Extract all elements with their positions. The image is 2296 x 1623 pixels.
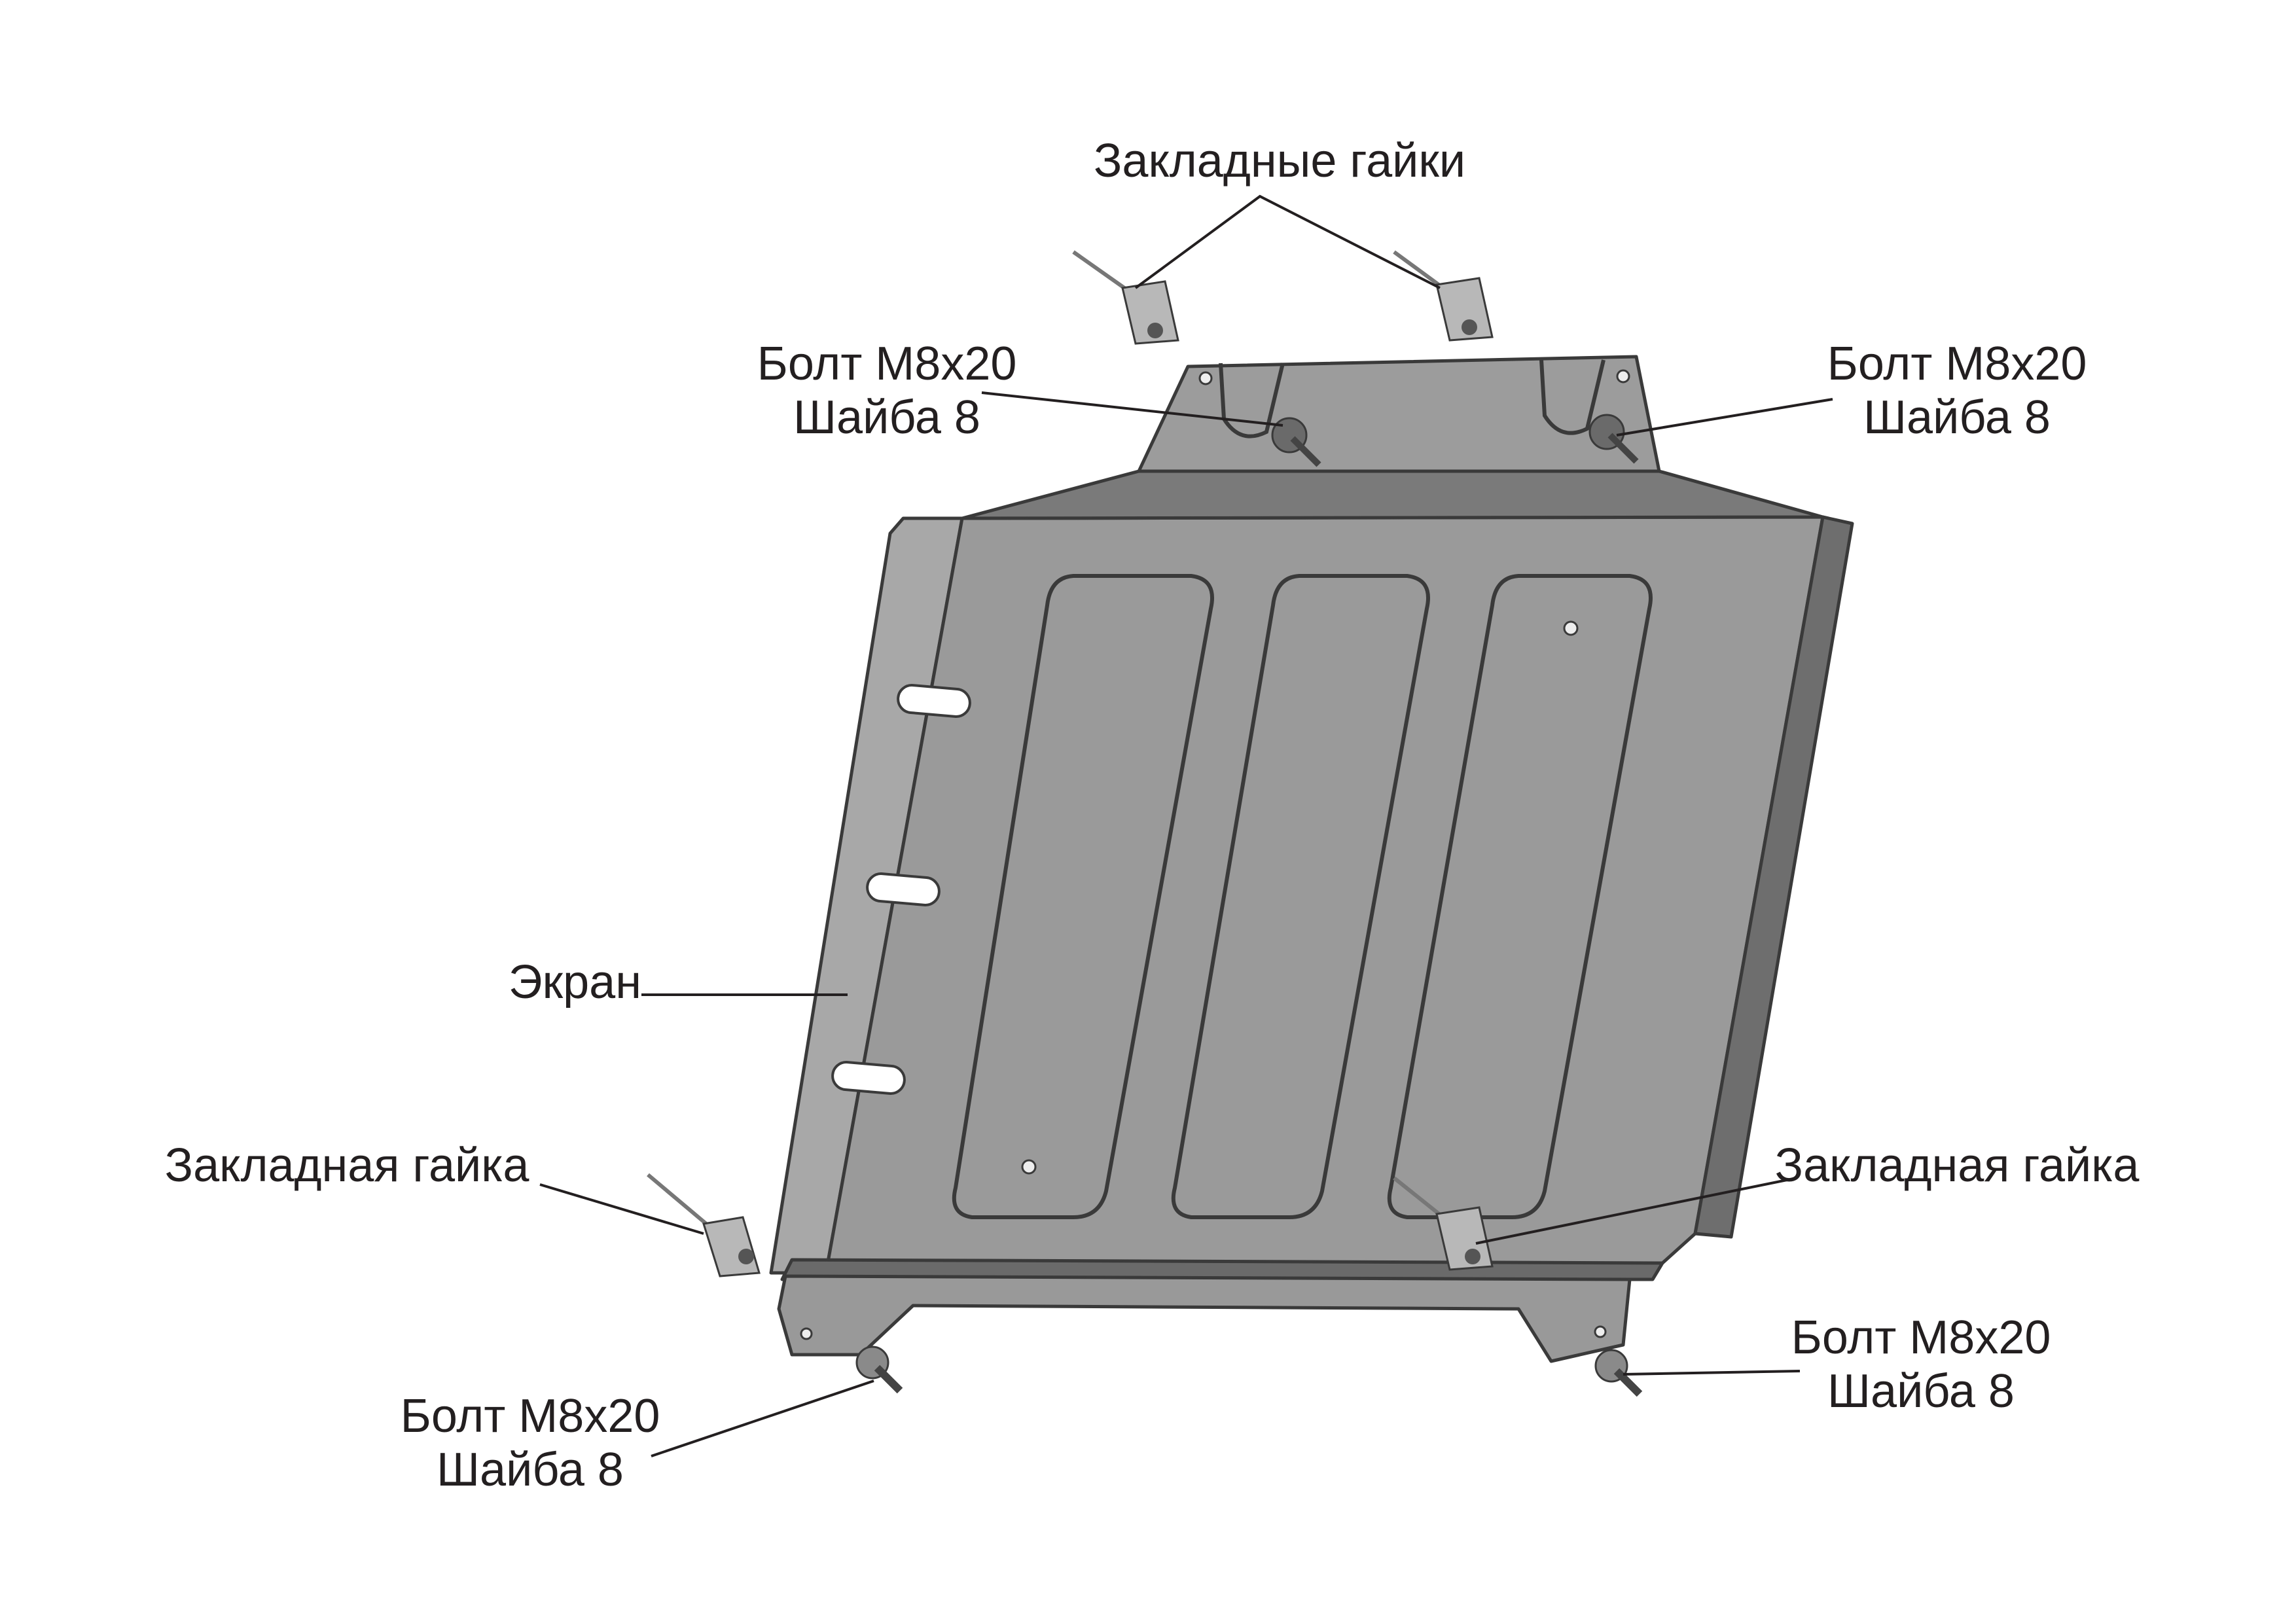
callout-labels: Закладные гайки Болт М8х20 Шайба 8 Болт … — [165, 135, 2140, 1496]
bolt-bottom-left-icon — [855, 1346, 903, 1394]
upper-tab-hole-left — [1198, 371, 1213, 385]
upper-tab-hole-right — [1616, 369, 1630, 383]
side-slot-1 — [897, 684, 971, 718]
side-slot-2 — [866, 872, 941, 906]
upper-tab-slot-left — [1219, 363, 1285, 438]
stiffening-rib-3 — [1387, 574, 1653, 1219]
leader-bolt-top-left — [981, 391, 1283, 427]
label-embedded-nut-left: Закладная гайка — [165, 1139, 530, 1192]
stiffening-rib-1 — [952, 574, 1214, 1219]
label-bolt-top-right-line1: Болт М8х20 — [1827, 338, 2087, 390]
label-bolt-bottom-left-line1: Болт М8х20 — [401, 1390, 660, 1442]
label-embedded-nuts-top: Закладные гайки — [1094, 135, 1465, 187]
embedded-nut-top-right-icon — [1393, 250, 1494, 342]
bracket-hole-right — [1594, 1325, 1607, 1338]
label-embedded-nut-right: Закладная гайка — [1775, 1139, 2140, 1192]
stiffening-rib-2 — [1171, 574, 1430, 1219]
label-bolt-top-left-line2: Шайба 8 — [793, 391, 980, 444]
leader-bolt-bottom-right — [1623, 1370, 1801, 1376]
label-bolt-bottom-left-line2: Шайба 8 — [437, 1444, 624, 1496]
leader-lines — [539, 194, 1833, 1457]
bolt-top-right-icon — [1588, 414, 1639, 464]
right-side-flange — [1693, 515, 1854, 1239]
rib-hole-top — [1563, 620, 1579, 636]
label-bolt-bottom-right-line1: Болт М8х20 — [1791, 1311, 2051, 1364]
bolt-top-left-icon — [1271, 417, 1321, 467]
leader-bolt-top-right — [1616, 398, 1833, 437]
leader-embedded-nut-right — [1475, 1177, 1797, 1245]
label-screen: Экран — [509, 956, 641, 1008]
bottom-mounting-bracket — [777, 1274, 1632, 1363]
leader-bolt-bottom-left — [651, 1380, 874, 1457]
upper-tab-slot-right — [1539, 359, 1605, 435]
skid-plate — [769, 355, 1854, 1363]
bracket-hole-left — [800, 1327, 813, 1340]
embedded-nut-bottom-right-icon — [1393, 1176, 1494, 1271]
embedded-nut-bottom-left-icon — [647, 1173, 761, 1277]
embedded-nut-top-left-icon — [1072, 250, 1179, 345]
label-bolt-bottom-right-line2: Шайба 8 — [1827, 1365, 2015, 1418]
leader-embedded-nuts-top — [1134, 194, 1441, 289]
plate-bottom-lip — [780, 1258, 1664, 1281]
plate-upper-tab — [1137, 355, 1661, 473]
label-bolt-top-left-line1: Болт М8х20 — [757, 338, 1017, 390]
leader-embedded-nut-left — [539, 1183, 704, 1235]
bolt-bottom-right-icon — [1594, 1349, 1643, 1397]
plate-top-bevel — [960, 469, 1825, 520]
side-slot-3 — [831, 1061, 906, 1095]
plate-main-face — [824, 515, 1825, 1275]
label-bolt-top-right-line2: Шайба 8 — [1863, 391, 2051, 444]
rib-hole-bottom — [1021, 1159, 1037, 1175]
